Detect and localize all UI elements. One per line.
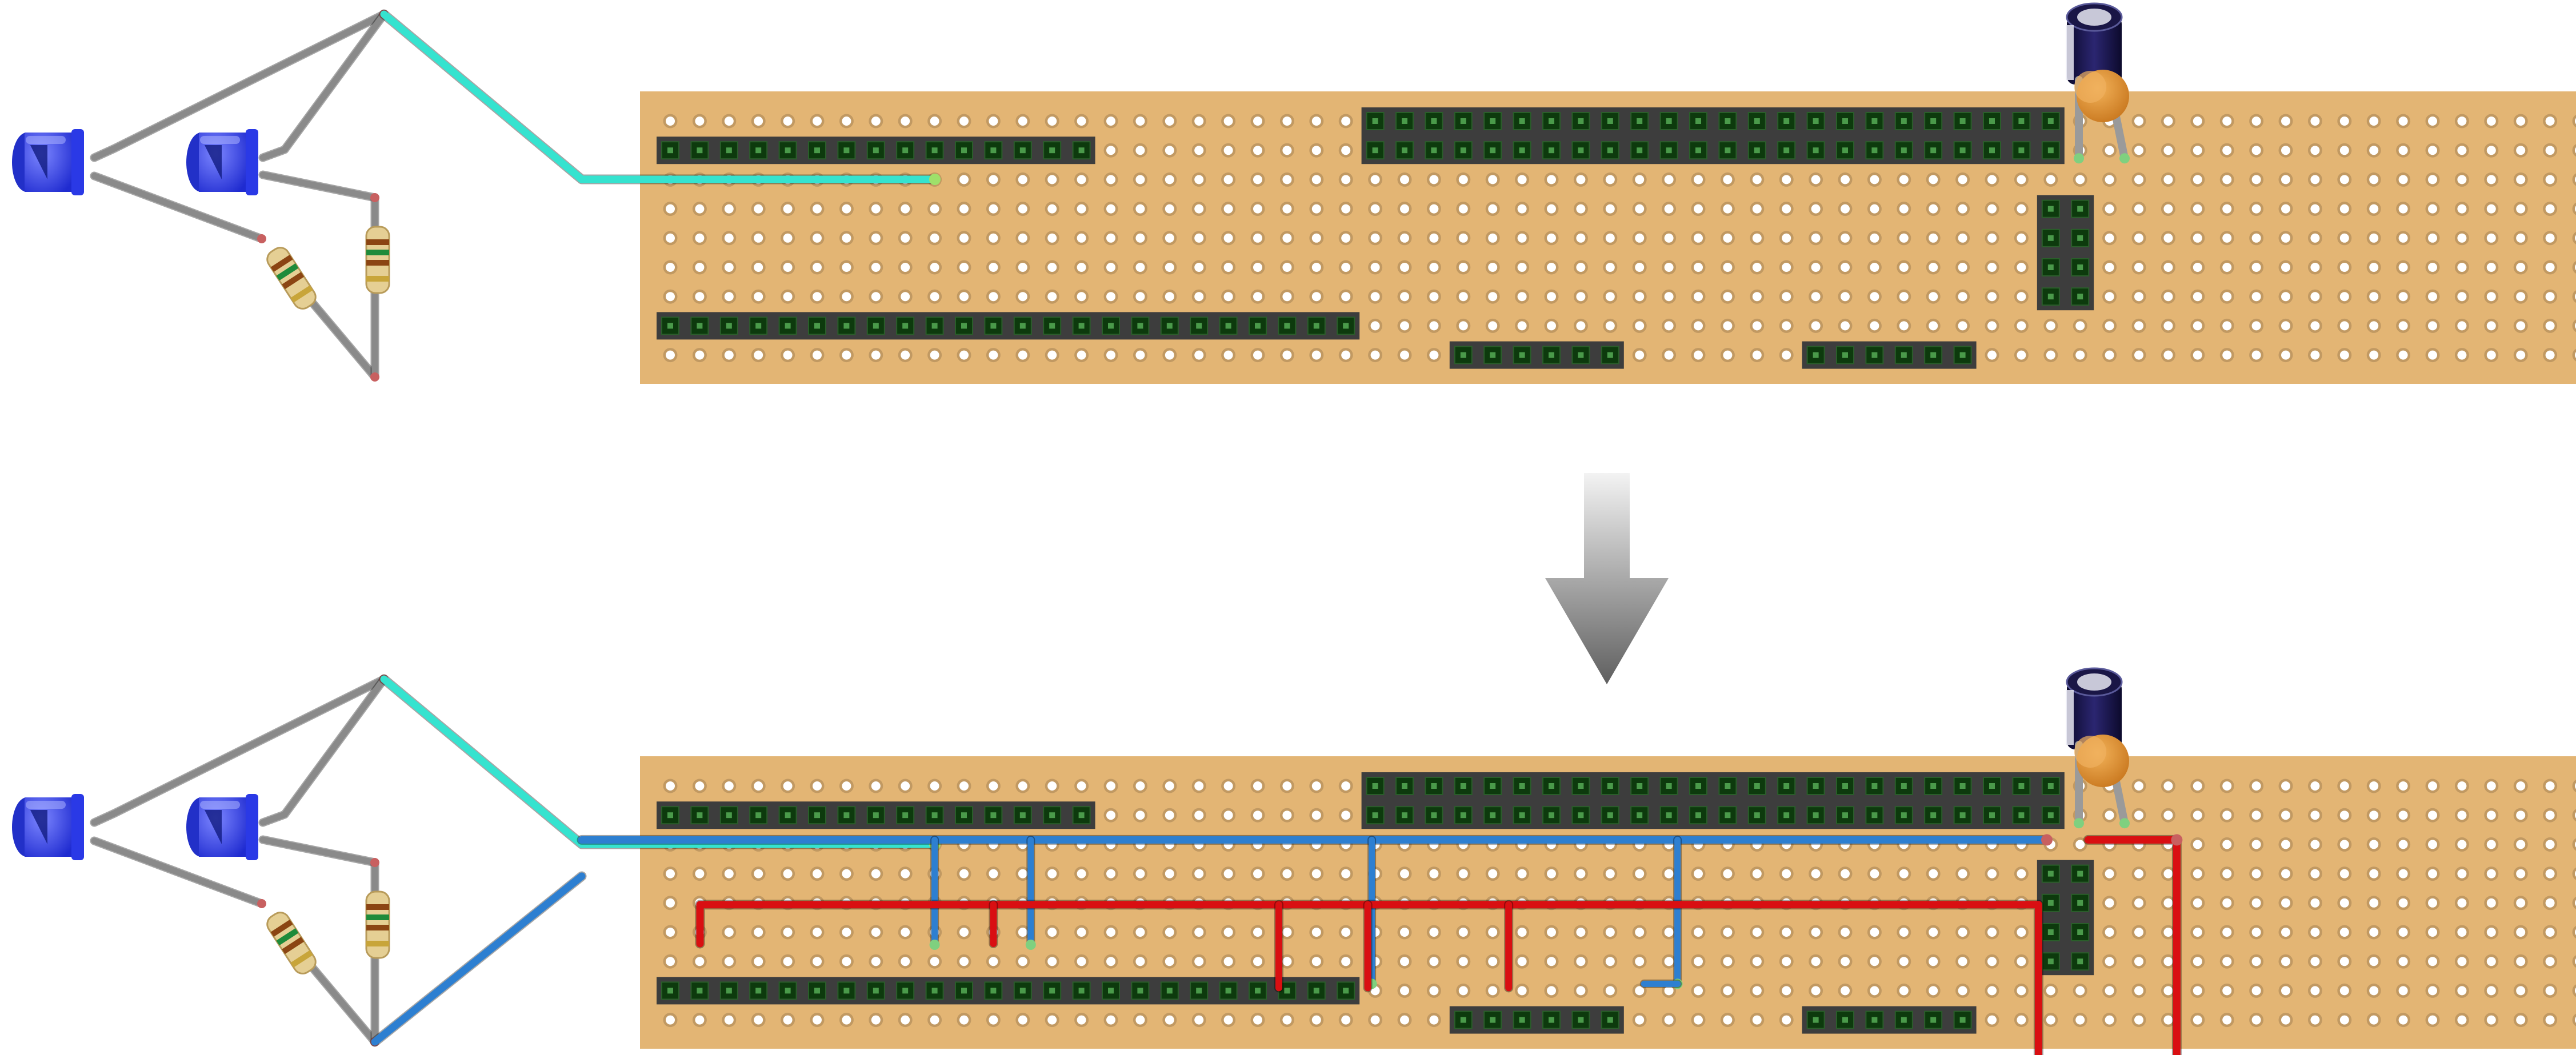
resistor-icon (266, 247, 317, 310)
cyan-wire (379, 9, 940, 184)
female-header-icon (657, 137, 1095, 165)
resistor-icon (365, 890, 390, 959)
female-header-icon (657, 977, 1360, 1005)
female-header-icon (1802, 341, 1977, 369)
electrolytic-capacitor-icon (2066, 667, 2123, 749)
led-lead-wire (298, 287, 379, 382)
female-header-icon (1361, 107, 2065, 165)
female-header-icon (1802, 1006, 1977, 1034)
led-lead-wire (258, 835, 379, 867)
panel-after (12, 667, 2576, 1055)
female-header-icon (657, 801, 1095, 829)
led-lead-wire (258, 10, 389, 162)
ceramic-capacitor-icon (2074, 735, 2130, 829)
panel-before (12, 2, 2576, 384)
led-lead-wire (90, 10, 389, 162)
electrolytic-capacitor-icon (2066, 2, 2123, 85)
blue-wire (370, 871, 587, 1047)
female-header-icon (2037, 195, 2094, 311)
led-lead-wire (90, 171, 266, 243)
blue-led-icon (12, 129, 84, 195)
female-header-icon (1361, 772, 2065, 829)
female-header-icon (1449, 1006, 1624, 1034)
ceramic-capacitor-icon (2074, 70, 2130, 164)
resistor-icon (365, 226, 390, 294)
female-header-icon (2037, 860, 2094, 976)
female-header-icon (657, 312, 1360, 340)
blue-led-icon (12, 794, 84, 860)
led-lead-wire (298, 952, 379, 1046)
blue-led-icon (186, 794, 258, 860)
led-lead-wire (90, 675, 389, 827)
led-lead-wire (90, 836, 266, 908)
led-lead-wire (258, 675, 389, 827)
led-lead-wire (258, 170, 379, 202)
female-header-icon (1449, 341, 1624, 369)
blue-led-icon (186, 129, 258, 195)
resistor-icon (266, 912, 317, 974)
down-arrow-icon (1545, 473, 1669, 684)
cyan-wire (379, 674, 940, 849)
